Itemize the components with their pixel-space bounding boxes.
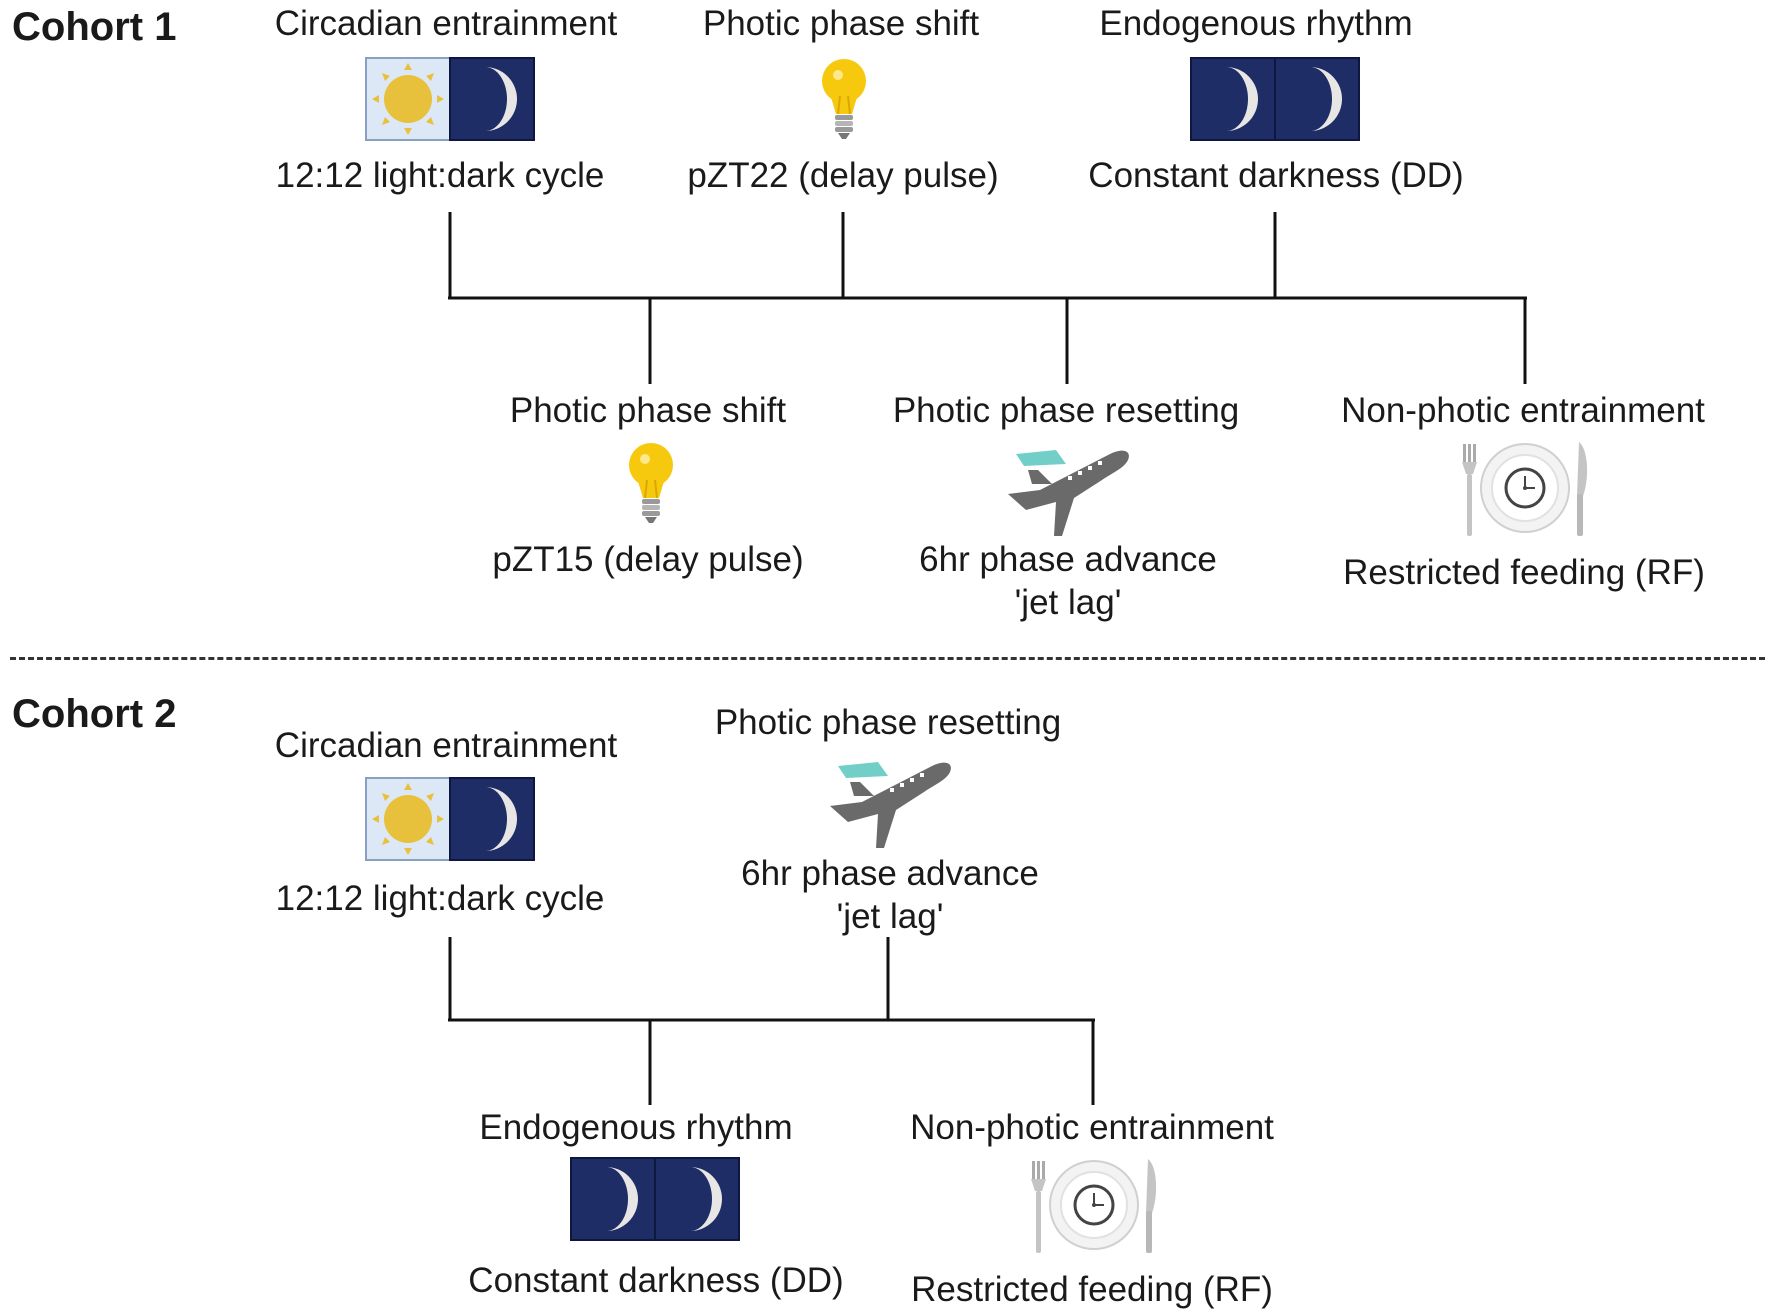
airplane-icon <box>820 752 960 852</box>
c2-non-photic-caption: Restricted feeding (RF) <box>911 1270 1273 1309</box>
c1-circadian-title: Circadian entrainment <box>274 4 618 43</box>
lightbulb-icon <box>818 56 870 142</box>
c1-non-photic-caption: Restricted feeding (RF) <box>1343 553 1705 592</box>
dark-dark-icon <box>570 1157 740 1241</box>
c2-circadian-title: Circadian entrainment <box>274 726 618 765</box>
c1-phase-shift-title: Photic phase shift <box>702 4 980 43</box>
c2-endogenous-caption: Constant darkness (DD) <box>468 1261 844 1300</box>
c1-endogenous-title: Endogenous rhythm <box>1099 4 1413 43</box>
airplane-icon <box>998 440 1138 540</box>
c1-non-photic-title: Non-photic entrainment <box>1341 391 1705 430</box>
c1-endogenous-caption: Constant darkness (DD) <box>1088 156 1464 195</box>
c1-circadian-caption: 12:12 light:dark cycle <box>275 156 605 195</box>
c2-endogenous-title: Endogenous rhythm <box>479 1108 793 1147</box>
c1-phase-shift-caption: pZT22 (delay pulse) <box>687 156 999 195</box>
dark-dark-icon <box>1190 57 1360 141</box>
c2-non-photic-title: Non-photic entrainment <box>910 1108 1274 1147</box>
lightbulb-icon <box>625 440 677 526</box>
c1-resetting-caption-1: 6hr phase advance <box>919 540 1217 579</box>
plate-clock-icon <box>1455 440 1595 540</box>
cohort-1-label: Cohort 1 <box>12 5 177 49</box>
light-dark-icon <box>365 777 535 861</box>
c1-phase-shift-15-title: Photic phase shift <box>509 391 787 430</box>
plate-clock-icon <box>1024 1157 1164 1257</box>
c1-resetting-title: Photic phase resetting <box>892 391 1240 430</box>
c2-circadian-caption: 12:12 light:dark cycle <box>275 879 605 918</box>
cohort-divider <box>10 657 1765 660</box>
light-dark-icon <box>365 57 535 141</box>
c2-resetting-caption-1: 6hr phase advance <box>741 854 1039 893</box>
c1-phase-shift-15-caption: pZT15 (delay pulse) <box>492 540 804 579</box>
c2-resetting-title: Photic phase resetting <box>714 703 1062 742</box>
cohort-2-label: Cohort 2 <box>12 692 177 736</box>
c1-resetting-caption-2: 'jet lag' <box>1014 583 1122 622</box>
c2-resetting-caption-2: 'jet lag' <box>836 897 944 936</box>
